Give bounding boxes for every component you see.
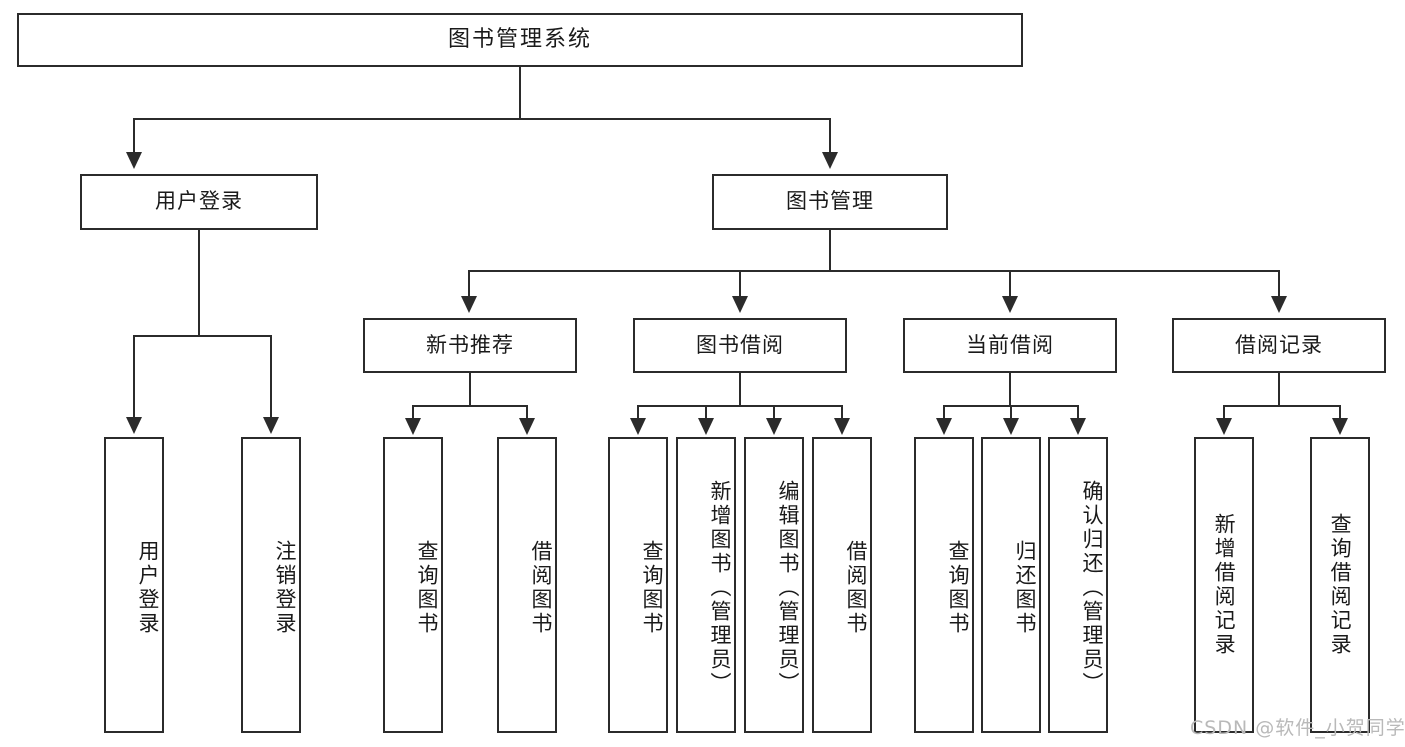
leaf-add-book-admin[interactable]: 新增图书（管理员） <box>676 437 736 733</box>
connector-drop-user-login <box>133 118 135 154</box>
arrow-down-icon-leaf-query-book-2 <box>630 418 646 435</box>
leaf-borrow-book[interactable]: 借阅图书 <box>812 437 872 733</box>
connector-drop-leaf-logout <box>270 335 272 419</box>
connector-drop-leaf-user-login <box>133 335 135 419</box>
arrow-down-icon-user-login <box>126 152 142 169</box>
arrow-down-icon-leaf-query-record <box>1332 418 1348 435</box>
connector-drop-borrow-record <box>1278 270 1280 298</box>
connector-stem-book-borrow <box>739 373 741 405</box>
arrow-down-icon-leaf-add-record <box>1216 418 1232 435</box>
leaf-label: 查询图书 <box>640 540 664 636</box>
node-label: 借阅记录 <box>1235 332 1323 357</box>
leaf-label: 查询图书 <box>946 540 970 636</box>
leaf-label: 归还图书 <box>1013 540 1037 636</box>
leaf-confirm-return-admin[interactable]: 确认归还（管理员） <box>1048 437 1108 733</box>
leaf-user-login[interactable]: 用户登录 <box>104 437 164 733</box>
arrow-down-icon-leaf-borrow-book-2 <box>834 418 850 435</box>
node-label: 当前借阅 <box>966 332 1054 357</box>
arrow-down-icon-leaf-edit-book <box>766 418 782 435</box>
node-user-login[interactable]: 用户登录 <box>80 174 318 230</box>
leaf-borrow-book-recommend[interactable]: 借阅图书 <box>497 437 557 733</box>
node-borrow-record[interactable]: 借阅记录 <box>1172 318 1386 373</box>
arrow-down-icon-leaf-query-book-3 <box>936 418 952 435</box>
connector-drop-book-borrow <box>739 270 741 298</box>
node-label: 图书管理系统 <box>447 26 592 52</box>
connector-bus-user-login <box>133 335 272 337</box>
leaf-query-book-borrow[interactable]: 查询图书 <box>608 437 668 733</box>
arrow-down-icon-current-borrow <box>1002 296 1018 313</box>
leaf-label: 注销登录 <box>273 540 297 636</box>
arrow-down-icon-book-borrow <box>732 296 748 313</box>
connector-drop-leaf-add-record <box>1223 405 1225 420</box>
arrow-down-icon-leaf-borrow-book-1 <box>519 418 535 435</box>
connector-drop-leaf-query-book-1 <box>412 405 414 420</box>
connector-stem-user-login <box>198 230 200 335</box>
connector-stem-borrow-record <box>1278 373 1280 405</box>
leaf-label: 编辑图书（管理员） <box>776 480 800 696</box>
leaf-label: 借阅图书 <box>844 540 868 636</box>
connector-drop-current-borrow <box>1009 270 1011 298</box>
leaf-label: 用户登录 <box>136 540 160 636</box>
leaf-label: 查询借阅记录 <box>1328 513 1353 657</box>
arrow-down-icon-borrow-record <box>1271 296 1287 313</box>
node-label: 用户登录 <box>155 189 243 214</box>
leaf-label: 新增借阅记录 <box>1212 513 1237 657</box>
arrow-down-icon-leaf-return-book <box>1003 418 1019 435</box>
arrow-down-icon-leaf-query-book-1 <box>405 418 421 435</box>
connector-drop-leaf-add-book <box>705 405 707 420</box>
leaf-label: 查询图书 <box>415 540 439 636</box>
connector-drop-leaf-confirm-return <box>1077 405 1079 420</box>
connector-stem-book-manage <box>829 230 831 270</box>
connector-drop-book-manage <box>829 118 831 154</box>
node-current-borrow[interactable]: 当前借阅 <box>903 318 1117 373</box>
node-label: 图书管理 <box>786 189 874 214</box>
node-new-book-recommend[interactable]: 新书推荐 <box>363 318 577 373</box>
arrow-down-icon-leaf-add-book <box>698 418 714 435</box>
arrow-down-icon-leaf-logout <box>263 417 279 434</box>
node-book-management[interactable]: 图书管理 <box>712 174 948 230</box>
connector-bus-book-borrow <box>637 405 841 407</box>
connector-drop-leaf-query-record <box>1339 405 1341 420</box>
leaf-edit-book-admin[interactable]: 编辑图书（管理员） <box>744 437 804 733</box>
node-label: 新书推荐 <box>426 332 514 357</box>
connector-drop-leaf-query-book-2 <box>637 405 639 420</box>
node-label: 图书借阅 <box>696 332 784 357</box>
arrow-down-icon-leaf-confirm-return <box>1070 418 1086 435</box>
connector-drop-leaf-query-book-3 <box>943 405 945 420</box>
node-root-book-management-system[interactable]: 图书管理系统 <box>17 13 1023 67</box>
connector-bus-borrow-record <box>1223 405 1341 407</box>
leaf-label: 新增图书（管理员） <box>708 480 732 696</box>
connector-level2-bus <box>133 118 831 120</box>
leaf-query-book-current[interactable]: 查询图书 <box>914 437 974 733</box>
connector-drop-leaf-edit-book <box>773 405 775 420</box>
leaf-query-borrow-record[interactable]: 查询借阅记录 <box>1310 437 1370 733</box>
connector-drop-leaf-borrow-book-1 <box>526 405 528 420</box>
arrow-down-icon-book-manage <box>822 152 838 169</box>
leaf-logout-login[interactable]: 注销登录 <box>241 437 301 733</box>
connector-bus-new-book-recommend <box>412 405 528 407</box>
connector-root-stem <box>519 67 521 118</box>
arrow-down-icon-new-book-recommend <box>461 296 477 313</box>
arrow-down-icon-leaf-user-login <box>126 417 142 434</box>
leaf-add-borrow-record[interactable]: 新增借阅记录 <box>1194 437 1254 733</box>
connector-bus-level3 <box>468 270 1280 272</box>
connector-drop-leaf-borrow-book-2 <box>841 405 843 420</box>
leaf-label: 确认归还（管理员） <box>1080 480 1104 696</box>
connector-drop-new-book-recommend <box>468 270 470 298</box>
connector-drop-leaf-return-book <box>1010 405 1012 420</box>
connector-stem-new-book-recommend <box>469 373 471 405</box>
leaf-return-book[interactable]: 归还图书 <box>981 437 1041 733</box>
node-book-borrow[interactable]: 图书借阅 <box>633 318 847 373</box>
leaf-query-book-recommend[interactable]: 查询图书 <box>383 437 443 733</box>
leaf-label: 借阅图书 <box>529 540 553 636</box>
connector-stem-current-borrow <box>1009 373 1011 405</box>
